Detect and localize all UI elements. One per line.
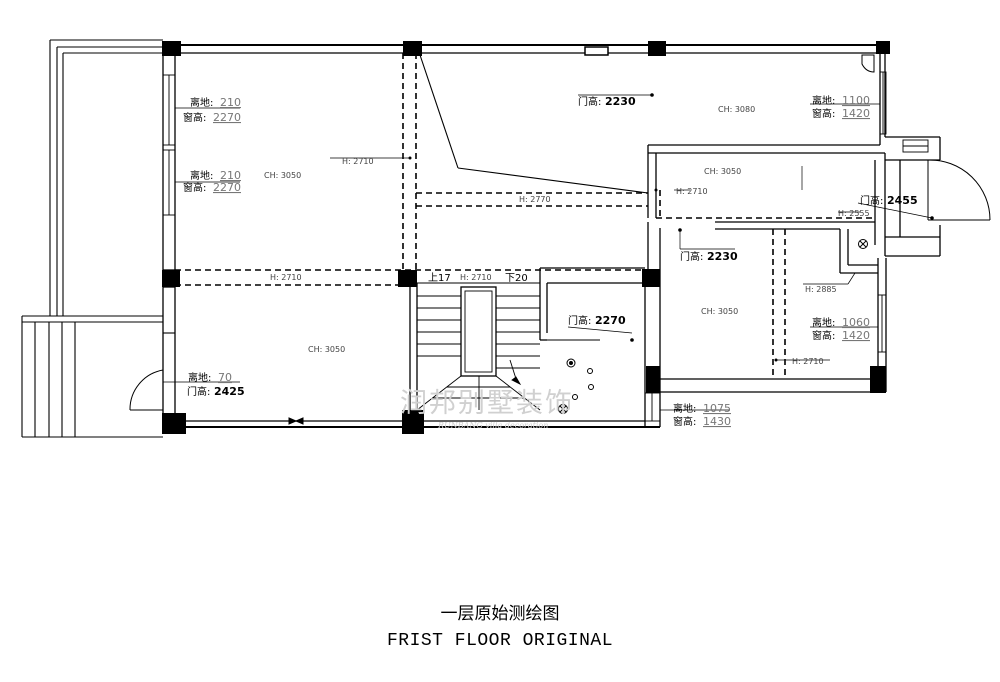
w6-lidi-value: 1075 — [703, 402, 731, 415]
d3-mg-value: 2455 — [887, 194, 918, 207]
w5-cg-value: 1420 — [842, 329, 870, 342]
w2-lidi-label: 离地: — [190, 169, 213, 182]
w4-cg-label: 窗高: — [812, 107, 835, 120]
label-h-2710-e: H: 2710 — [792, 357, 824, 366]
w4-lidi-label: 离地: — [812, 94, 835, 107]
left-terrace — [21, 39, 175, 438]
label-h-2710-d: H: 2710 — [676, 187, 708, 196]
d1-mg-label: 门高: — [187, 385, 210, 398]
d2-mg-label: 门高: — [578, 95, 601, 108]
w3-lidi-value: 70 — [218, 371, 232, 384]
w1-lidi-value: 210 — [220, 96, 241, 109]
bathroom-fixtures — [547, 239, 868, 414]
w4-cg-value: 1420 — [842, 107, 870, 120]
w1-cg-label: 窗高: — [183, 111, 206, 124]
doors — [129, 54, 991, 425]
columns — [162, 41, 890, 434]
w6-cg-label: 窗高: — [673, 415, 696, 428]
w5-cg-label: 窗高: — [812, 329, 835, 342]
w5-lidi-label: 离地: — [812, 316, 835, 329]
w1-cg-value: 2270 — [213, 111, 241, 124]
watermark-en: RUNBANG villa decoration — [437, 421, 548, 430]
d1-mg-value: 2425 — [214, 385, 245, 398]
leaders — [163, 94, 933, 411]
label-h-2555: H: 2555 — [838, 209, 870, 218]
label-ch-kitchen: CH: 3050 — [701, 307, 738, 316]
w2-lidi-value: 210 — [220, 169, 241, 182]
drawing-title-en: FRIST FLOOR ORIGINAL — [386, 631, 614, 651]
d4-mg-label: 门高: — [680, 250, 703, 263]
diagonal-line — [419, 54, 649, 194]
watermark-cn: 润邦别墅装饰 — [400, 388, 574, 419]
label-ch-dining: CH: 3050 — [308, 345, 345, 354]
w1-lidi-label: 离地: — [190, 96, 213, 109]
label-ch-living: CH: 3050 — [264, 171, 301, 180]
label-ch-hall: CH: 3050 — [704, 167, 741, 176]
d5-mg-label: 门高: — [568, 314, 591, 327]
w6-lidi-label: 离地: — [673, 402, 696, 415]
label-h-2710-a: H: 2710 — [342, 157, 374, 166]
annotations: CH: 3050 CH: 3050 CH: 3080 CH: 3050 CH: … — [183, 94, 918, 428]
d5-mg-value: 2270 — [595, 314, 626, 327]
w2-cg-label: 窗高: — [183, 181, 206, 194]
d3-mg-label: 门高: — [860, 194, 883, 207]
w2-cg-value: 2270 — [213, 181, 241, 194]
label-h-2710-b: H: 2710 — [270, 273, 302, 282]
beams — [175, 53, 875, 379]
watermark: 润邦别墅装饰 RUNBANG villa decoration — [400, 388, 574, 430]
windows — [162, 71, 929, 422]
label-h-2710-c: H: 2710 — [460, 273, 492, 282]
label-ch-bedroom: CH: 3080 — [718, 105, 755, 114]
label-h-2885: H: 2885 — [805, 285, 837, 294]
w3-lidi-label: 离地: — [188, 371, 211, 384]
leader-dots — [408, 93, 934, 362]
drawing-title-cn: 一层原始测绘图 — [440, 604, 560, 624]
w5-lidi-value: 1060 — [842, 316, 870, 329]
w4-lidi-value: 1100 — [842, 94, 870, 107]
label-h-2770: H: 2770 — [519, 195, 551, 204]
d4-mg-value: 2230 — [707, 250, 738, 263]
w6-cg-value: 1430 — [703, 415, 731, 428]
label-up: 上17 — [428, 272, 451, 284]
label-down: 下20 — [505, 273, 528, 284]
d2-mg-value: 2230 — [605, 95, 636, 108]
staircase — [416, 282, 541, 411]
